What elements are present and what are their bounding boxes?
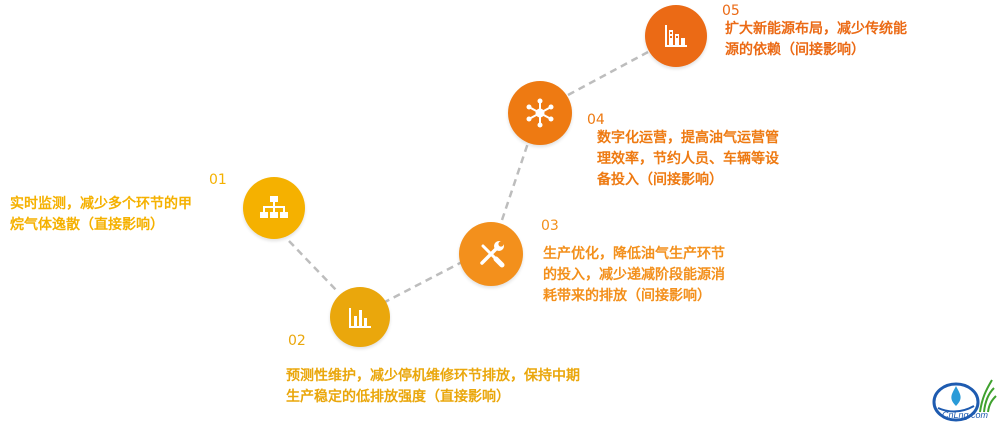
step-04-line-2: 理效率，节约人员、车辆等设 <box>597 151 779 167</box>
step-04-circle <box>508 81 572 145</box>
step-04-number: 04 <box>587 112 605 128</box>
step-05-line-2: 源的依赖（间接影响） <box>725 42 865 58</box>
step-02-line-2: 生产稳定的低排放强度（直接影响） <box>286 389 510 405</box>
step-05-circle <box>645 5 707 67</box>
step-01-number: 01 <box>209 172 227 188</box>
org-chart-icon <box>260 196 288 218</box>
step-01-line-2: 烷气体逸散（直接影响） <box>10 217 164 233</box>
step-03-line-2: 的投入，减少递减阶段能源消 <box>543 267 725 283</box>
step-05-description: 扩大新能源布局，减少传统能 源的依赖（间接影响） <box>725 19 907 61</box>
step-02-line-1: 预测性维护，减少停机维修环节排放，保持中期 <box>286 368 580 384</box>
step-03-description: 生产优化，降低油气生产环节 的投入，减少递减阶段能源消 耗带来的排放（间接影响） <box>543 244 725 307</box>
logo-text: CnLng.com <box>942 410 989 420</box>
step-04-line-3: 备投入（间接影响） <box>597 172 723 188</box>
network-icon <box>526 98 554 128</box>
step-01-description: 实时监测，减少多个环节的甲 烷气体逸散（直接影响） <box>10 194 192 236</box>
connector-04-05 <box>567 50 649 97</box>
step-01-circle <box>243 177 305 239</box>
step-01-line-1: 实时监测，减少多个环节的甲 <box>10 196 192 212</box>
step-04-description: 数字化运营，提高油气运营管 理效率，节约人员、车辆等设 备投入（间接影响） <box>597 128 779 191</box>
step-05-number: 05 <box>722 3 740 19</box>
step-04-line-1: 数字化运营，提高油气运营管 <box>597 130 779 146</box>
connector-03-04 <box>500 142 530 221</box>
connector-01-02 <box>288 240 339 293</box>
connector-02-03 <box>382 260 463 305</box>
cnlng-logo: CnLng.com <box>928 372 998 427</box>
step-03-line-1: 生产优化，降低油气生产环节 <box>543 246 725 262</box>
logo-graphic: CnLng.com <box>932 379 997 422</box>
step-02-circle <box>330 287 390 347</box>
tools-icon <box>480 241 505 268</box>
step-05-line-1: 扩大新能源布局，减少传统能 <box>725 21 907 37</box>
step-02-description: 预测性维护，减少停机维修环节排放，保持中期 生产稳定的低排放强度（直接影响） <box>286 366 580 408</box>
step-02-number: 02 <box>288 333 306 349</box>
step-03-circle <box>459 222 523 286</box>
building-chart-icon <box>665 25 687 47</box>
bar-chart-icon <box>349 308 371 328</box>
step-03-line-3: 耗带来的排放（间接影响） <box>543 288 711 304</box>
step-03-number: 03 <box>541 218 559 234</box>
